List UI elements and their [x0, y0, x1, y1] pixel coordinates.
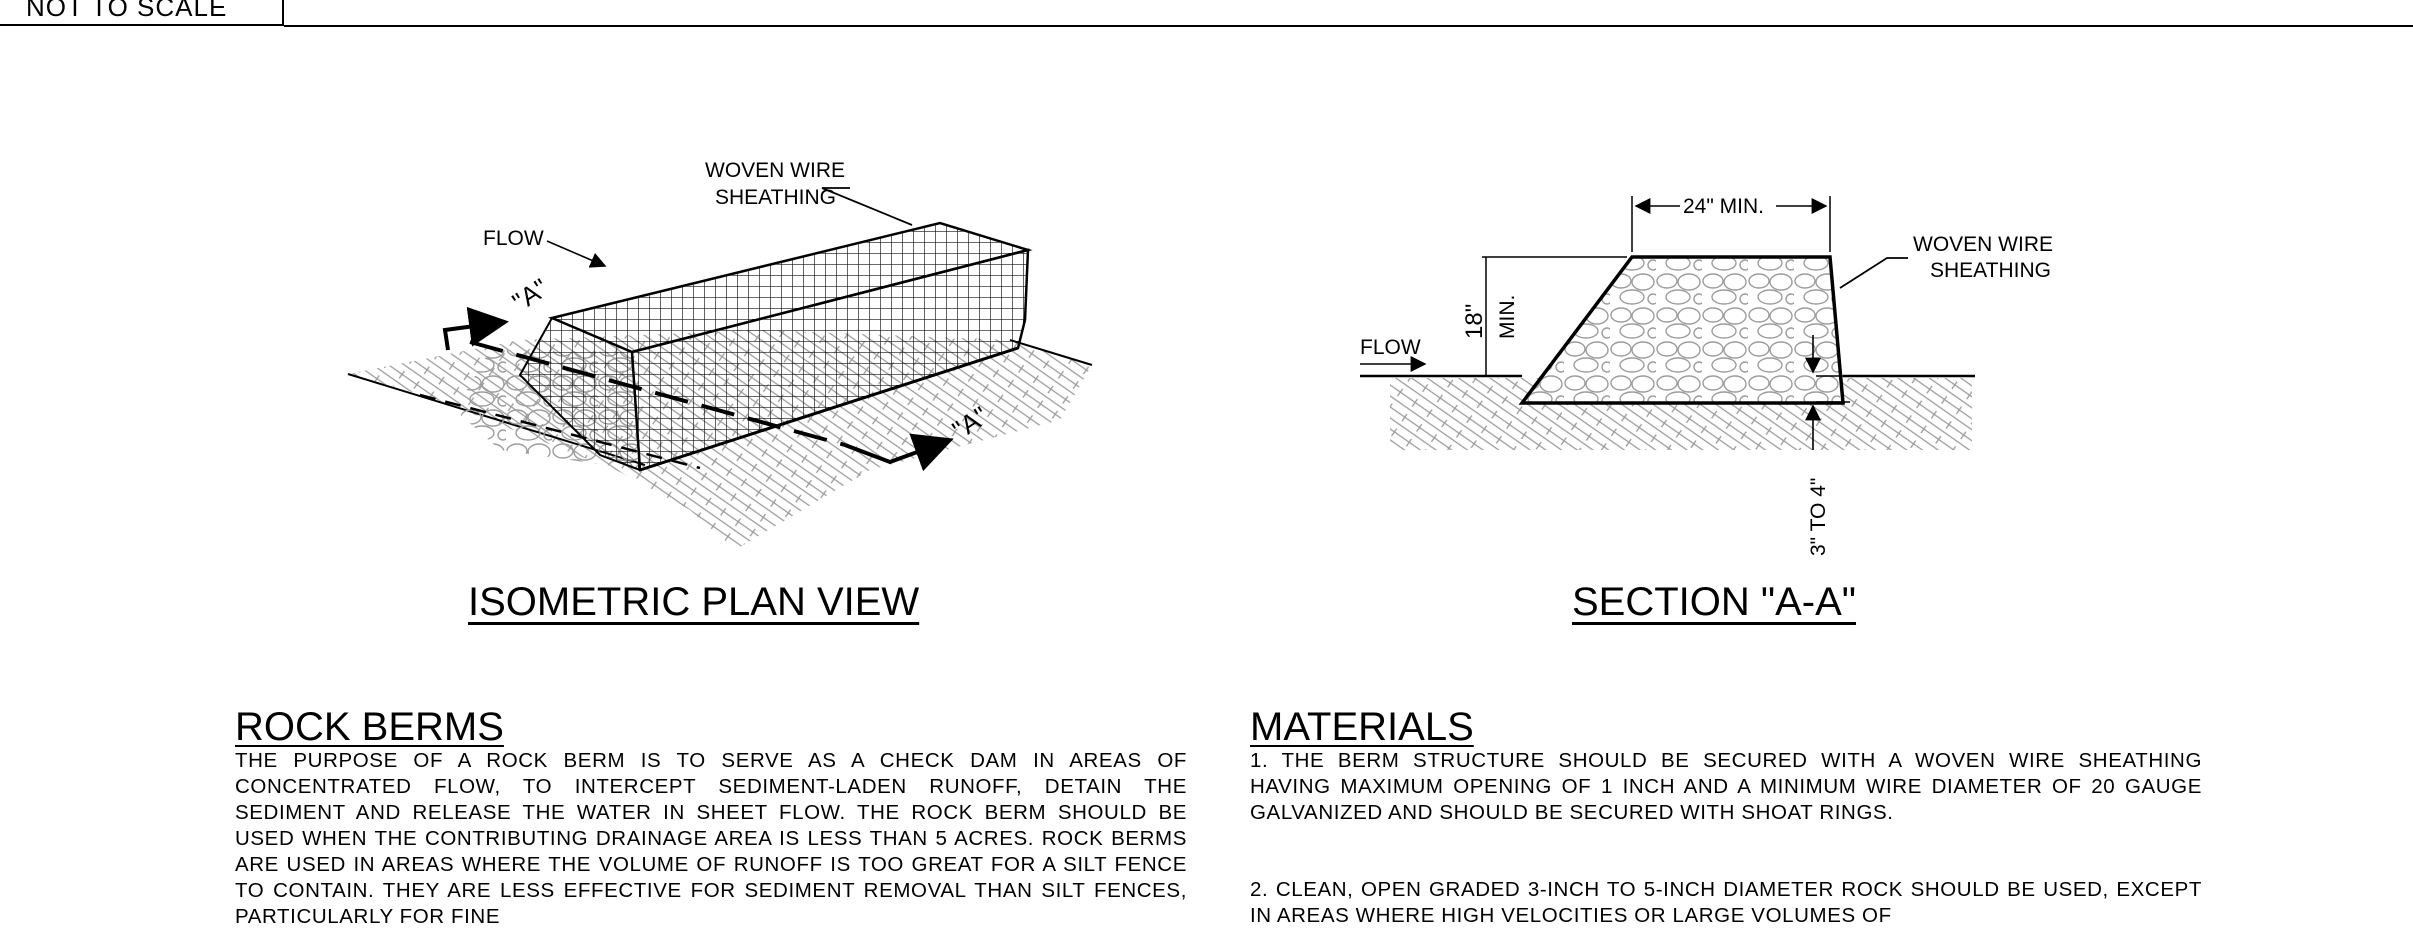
detail-drawings: FLOW WOVEN WIRE SHEATHING "A" "A" 24" MI… — [347, 159, 2053, 556]
section-callout-line2: SHEATHING — [1930, 259, 2051, 282]
section-height-dimension-min: MIN. — [1496, 295, 1519, 339]
scale-note: NOT TO SCALE — [26, 0, 228, 22]
section-top-dimension: 24" MIN. — [1683, 195, 1764, 218]
scale-box — [0, 0, 284, 26]
section-flow-label: FLOW — [1360, 336, 1421, 359]
materials-heading: MATERIALS — [1250, 705, 1474, 749]
section-marker-left: "A" — [507, 272, 553, 317]
callout-label-line2: SHEATHING — [715, 186, 836, 209]
materials-note-2: 2. CLEAN, OPEN GRADED 3-INCH TO 5-INCH D… — [1250, 878, 2202, 927]
callout-label-line1: WOVEN WIRE — [705, 159, 845, 182]
isometric-view-title: ISOMETRIC PLAN VIEW — [468, 580, 920, 624]
isometric-plan-view: FLOW WOVEN WIRE SHEATHING "A" "A" — [347, 159, 1093, 550]
section-height-dimension-value: 18" — [1461, 304, 1488, 339]
title-block-rule — [284, 25, 2413, 27]
materials-note-1: 1. THE BERM STRUCTURE SHOULD BE SECURED … — [1250, 749, 2202, 824]
section-view-title: SECTION "A-A" — [1572, 580, 1856, 624]
section-bottom-dimension: 3" TO 4" — [1807, 478, 1830, 556]
rock-berms-heading: ROCK BERMS — [235, 705, 504, 749]
section-callout-line1: WOVEN WIRE — [1913, 233, 2053, 256]
section-a-a-view: 24" MIN. 18" MIN. 3" TO 4" FLOW WOVEN WI… — [1360, 195, 2053, 556]
berm-end-face — [518, 316, 642, 472]
rock-berms-paragraph: THE PURPOSE OF A ROCK BERM IS TO SERVE A… — [235, 749, 1187, 928]
flow-label: FLOW — [483, 227, 544, 250]
section-cut-line — [469, 340, 846, 447]
